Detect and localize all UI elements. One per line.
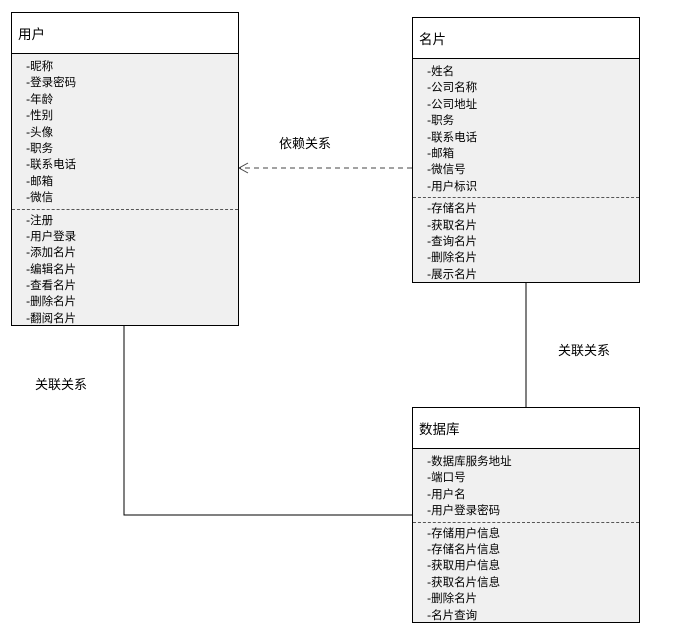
class-database-methods: -存储用户信息-存储名片信息 -获取用户信息-获取名片信息 -删除名片-名片查询 [413, 525, 639, 623]
member-row: -昵称 [26, 59, 54, 73]
member-row: -用户名 [427, 486, 466, 501]
member-row: -展示名片 [427, 266, 478, 281]
class-database-title: 数据库 [413, 408, 639, 449]
association-line-user-database [123, 325, 412, 516]
member-row: -端口号 [427, 470, 466, 485]
member-row: -添加名片 [26, 245, 77, 260]
class-card-title: 名片 [413, 18, 639, 59]
dependency-arrowhead [237, 162, 249, 174]
member-row: -删除名片 [427, 591, 478, 606]
member-row: -邮箱 [26, 173, 54, 188]
member-row: -注册 [26, 212, 54, 227]
member-row: -获取名片信息 [427, 574, 501, 589]
class-database-separator [413, 521, 639, 523]
member-row: -邮箱 [427, 145, 455, 160]
member-row: -公司地址 [427, 96, 478, 111]
member-row: -查询名片 [427, 233, 478, 248]
member-row: -公司名称 [427, 80, 478, 95]
member-row: -获取用户信息 [427, 558, 501, 573]
class-user-title: 用户 [12, 13, 238, 54]
member-row: -微信号 [427, 162, 466, 177]
member-row: -存储名片 [427, 201, 478, 216]
association-label-user-database: 关联关系 [35, 378, 88, 393]
member-row: -存储用户信息 [427, 525, 501, 540]
member-row: -登录密码 [26, 75, 77, 90]
member-row: -职务 [427, 113, 455, 128]
member-row: -联系电话 [427, 129, 478, 144]
class-card-methods: -存储名片-获取名片-查询名片 -删除名片-展示名片 [413, 200, 639, 282]
member-row: -用户登录密码 [427, 503, 501, 518]
member-row: -名片查询 [427, 607, 478, 622]
association-label-card-database: 关联关系 [558, 344, 611, 359]
class-database: 数据库 -数据库服务地址 -端口号-用户名 -用户登录密码 -存储用户信息-存储名片… [412, 407, 640, 623]
member-row: -姓名 [427, 64, 455, 78]
class-database-attributes: -数据库服务地址 -端口号-用户名 -用户登录密码 [413, 449, 639, 519]
member-row: -删除名片 [427, 250, 478, 265]
member-row: -获取名片 [427, 217, 478, 232]
member-row: -性别 [26, 108, 54, 123]
class-user-separator [12, 208, 238, 210]
member-row: -用户标识 [427, 178, 478, 193]
class-user: 用户 -昵称 -登录密码-年龄 -性别-头像-职务 -联系电话-邮箱 -微信 -注册-用… [11, 12, 239, 326]
class-card-separator [413, 197, 639, 199]
member-row: -查看名片 [26, 278, 77, 293]
member-row: -联系电话 [26, 157, 77, 172]
class-card: 名片 -姓名 -公司名称-公司地址 -职务-联系电话-邮箱 -微信号-用户标识 -存储… [412, 17, 640, 283]
member-row: -用户登录 [26, 228, 77, 243]
member-row: -编辑名片 [26, 261, 77, 276]
member-row: -头像 [26, 124, 54, 139]
class-card-attributes: -姓名 -公司名称-公司地址 -职务-联系电话-邮箱 -微信号-用户标识 [413, 59, 639, 194]
member-row: -数据库服务地址 [427, 454, 512, 468]
member-row: -职务 [26, 140, 54, 155]
member-row: -年龄 [26, 91, 54, 106]
class-user-attributes: -昵称 -登录密码-年龄 -性别-头像-职务 -联系电话-邮箱 -微信 [12, 54, 238, 206]
member-row: -微信 [26, 190, 54, 205]
member-row: -删除名片 [26, 294, 77, 309]
class-user-methods: -注册-用户登录 -添加名片-编辑名片 -查看名片-删除名片-翻阅名片 [12, 212, 238, 327]
member-row: -翻阅名片 [26, 310, 77, 325]
dependency-label: 依赖关系 [279, 137, 332, 152]
member-row: -存储名片信息 [427, 541, 501, 556]
